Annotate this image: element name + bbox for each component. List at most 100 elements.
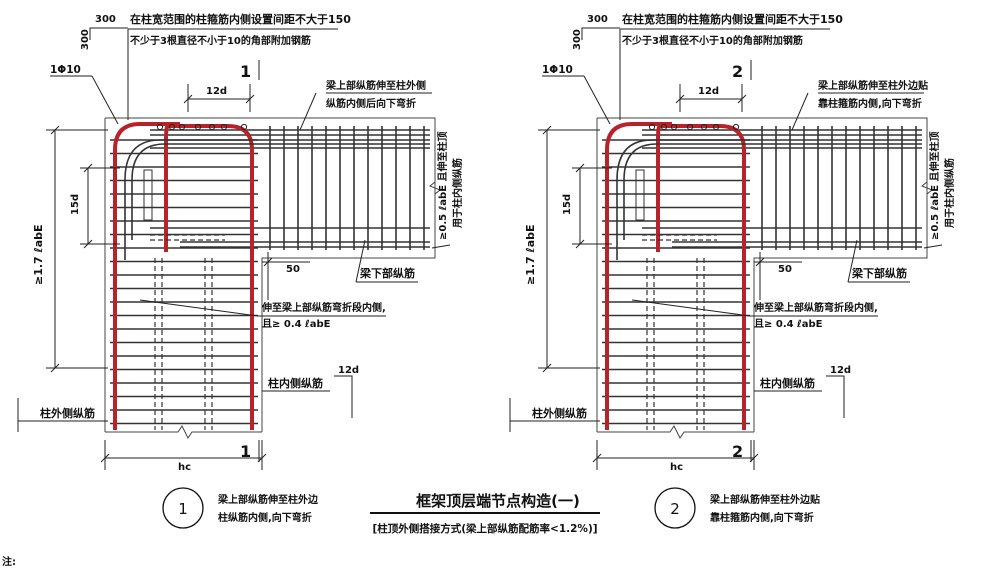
extend-note-line1: 伸至梁上部纵筋弯折段内侧, (753, 301, 878, 314)
dimension-tick (749, 453, 759, 463)
dimension-tick (263, 257, 273, 267)
column-outer-bar-label: 柱外侧纵筋 (40, 406, 95, 420)
label-1phi10: 1Φ10 (50, 64, 81, 76)
dimension-tick (542, 363, 552, 373)
dim-12d-top: 12d (698, 86, 719, 97)
dimension-tick (50, 363, 60, 373)
section-mark-bottom: 2 (732, 442, 743, 461)
detail-number: 1 (178, 500, 188, 518)
column-inner-bar-bend (164, 124, 254, 252)
detail-number-circle (654, 487, 696, 529)
column-outer-bar-bend (113, 122, 180, 151)
beam-bottom-label: 梁下部纵筋 (851, 266, 907, 280)
bar-section (240, 123, 248, 131)
bar-section (686, 123, 694, 131)
dimension-tick (183, 94, 193, 104)
dim-12d-top: 12d (206, 86, 227, 97)
dimension-tick (245, 94, 255, 104)
right-note-line1: ≥0.5 ℓabE 且伸至柱顶 (436, 131, 449, 240)
extend-note-line1: 伸至梁上部纵筋弯折段内侧, (261, 301, 386, 314)
bar-section (156, 123, 164, 131)
beam-top-note-line1: 梁上部纵筋伸至柱外边贴 (817, 79, 928, 92)
dim-17lab: ≥1.7 ℓabE (524, 224, 537, 285)
beam-break-line (921, 118, 933, 258)
dimension-tick (100, 453, 110, 463)
dimension-tick (737, 94, 747, 104)
bar-section (208, 123, 216, 131)
dimension-tick (50, 125, 60, 135)
beam-break-line (429, 118, 441, 258)
bar-section (670, 123, 678, 131)
beam-note-leader (299, 92, 317, 131)
dimension-tick (675, 94, 685, 104)
column-break-line (597, 425, 754, 439)
column-outer-bar-bend (605, 122, 672, 151)
label-leader (583, 75, 611, 125)
section-mark-top: 2 (732, 62, 743, 81)
column-inner-bar-bend (656, 124, 746, 252)
dim-12d-hook (334, 375, 353, 418)
top-note-line1: 在柱宽范围的柱箍筋内侧设置间距不大于150 (130, 12, 351, 26)
beam-top-note-line2: 靠柱箍筋内侧,向下弯折 (818, 97, 922, 110)
corner-additional-bar (143, 169, 153, 221)
column-outer-bar-label: 柱外侧纵筋 (532, 406, 587, 420)
beam-top-bar-bend (124, 139, 430, 260)
detail-caption-line2: 柱纵筋内侧,向下弯折 (218, 511, 312, 524)
right-note-leader (923, 244, 943, 249)
dim-300-top: 300 (95, 14, 116, 25)
dim-300-hook (581, 27, 620, 40)
detail-caption-line1: 梁上部纵筋伸至柱外边 (217, 493, 319, 506)
beam-top-note-line1: 梁上部纵筋伸至柱外侧 (325, 79, 426, 92)
dim-15d: 15d (70, 194, 81, 215)
column-inner-bar-label: 柱内侧纵筋 (760, 376, 815, 390)
dim-hc: hc (178, 462, 191, 473)
dim-50: 50 (778, 264, 792, 275)
label-1phi10: 1Φ10 (542, 64, 573, 76)
label-leader (847, 239, 858, 283)
beam-top-bar-bend (623, 143, 922, 240)
right-note-line2: 用于柱内侧纵筋 (451, 158, 464, 229)
drawing-title: 框架顶层端节点构造(一) (416, 492, 580, 510)
section-mark-top: 1 (240, 62, 251, 81)
bar-section (178, 123, 186, 131)
bar-section (732, 123, 740, 131)
bar-section (712, 123, 720, 131)
label-leader (355, 239, 366, 283)
bar-section (220, 123, 228, 131)
label-leader (91, 75, 119, 125)
right-note-leader (431, 244, 451, 249)
dim-17lab: ≥1.7 ℓabE (32, 224, 45, 285)
detail-caption-line1: 梁上部纵筋伸至柱外边贴 (709, 493, 820, 506)
column-inner-bar-label: 柱内侧纵筋 (268, 376, 323, 390)
top-note-line2: 不少于3根直径不小于10的角部附加钢筋 (622, 34, 803, 47)
top-note-line1: 在柱宽范围的柱箍筋内侧设置间距不大于150 (622, 12, 843, 26)
dim-12d-hook (826, 375, 845, 418)
dim-15d: 15d (562, 194, 573, 215)
right-note-line2: 用于柱内侧纵筋 (943, 158, 956, 229)
detail-number: 2 (670, 500, 680, 518)
dimension-tick (755, 257, 765, 267)
extend-note-line2: 且≥ 0.4 ℓabE (262, 318, 331, 330)
detail-caption-line2: 靠柱箍筋内侧,向下弯折 (710, 511, 814, 524)
note-leader (631, 299, 751, 317)
top-note-line2: 不少于3根直径不小于10的角部附加钢筋 (130, 34, 311, 47)
corner-additional-bar (635, 169, 645, 221)
beam-note-leader (791, 92, 809, 131)
dim-12d-side: 12d (830, 365, 851, 376)
dim-300-side: 300 (80, 29, 91, 50)
dimension-tick (83, 163, 93, 173)
dimension-tick (575, 163, 585, 173)
dimension-tick (83, 239, 93, 249)
dim-300-top: 300 (587, 14, 608, 25)
dimension-tick (542, 125, 552, 135)
beam-top-bar-bend (616, 139, 922, 260)
joint-detail-2: 在柱宽范围的柱箍筋内侧设置间距不大于150 不少于3根直径不小于10的角部附加钢筋… (509, 12, 956, 529)
joint-detail-1: 在柱宽范围的柱箍筋内侧设置间距不大于150 不少于3根直径不小于10的角部附加钢筋… (17, 12, 464, 529)
bar-section (168, 123, 176, 131)
bar-section (700, 123, 708, 131)
dimension-tick (257, 453, 267, 463)
dim-12d-side: 12d (338, 365, 359, 376)
bar-section (648, 123, 656, 131)
detail-number-circle (162, 487, 204, 529)
